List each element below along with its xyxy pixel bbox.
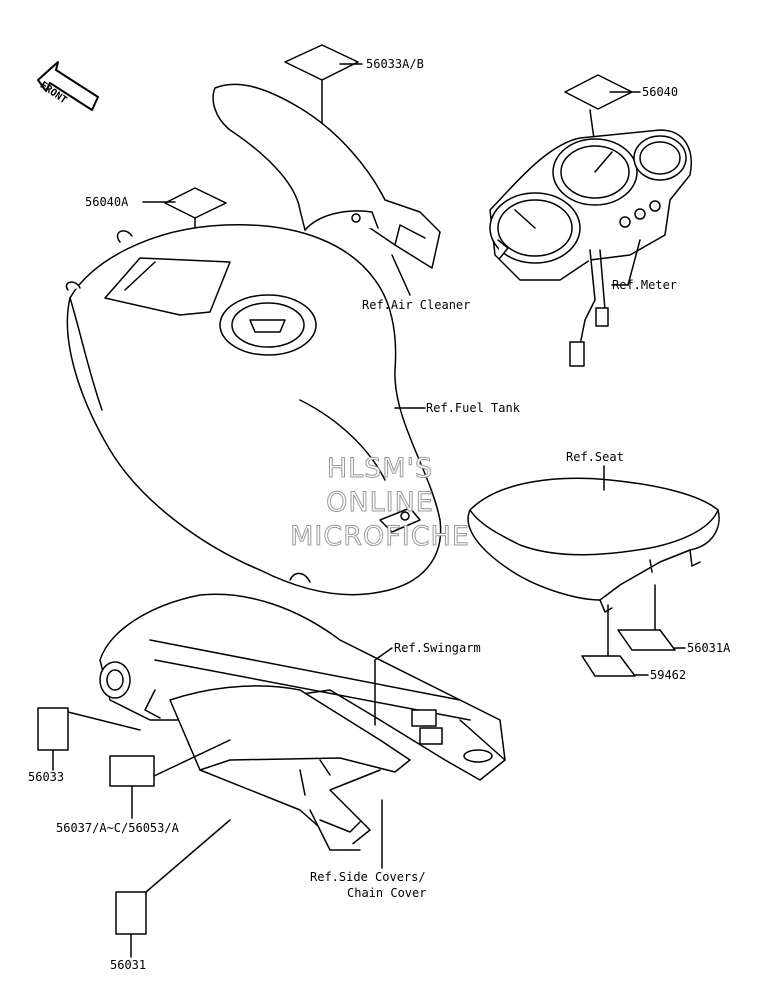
part-number-56033: 56033 (28, 770, 65, 784)
ref-meter: Ref.Meter (612, 278, 678, 292)
leader-line (391, 254, 411, 296)
part-number-56033AB: 56033A/B (366, 57, 424, 71)
watermark-line2: ONLINE (326, 487, 434, 519)
label-56033-sticker (37, 707, 69, 751)
label-56040A-sticker (164, 187, 227, 219)
part-number-56031A: 56031A (687, 641, 731, 655)
part-number-56031: 56031 (110, 958, 147, 972)
leader-line (374, 647, 393, 661)
ref-chain-cover: Chain Cover (347, 886, 427, 900)
leader-line (145, 819, 231, 893)
ref-air-cleaner: Ref.Air Cleaner (362, 298, 471, 312)
leader-line (67, 711, 141, 731)
label-56033AB-sticker (284, 44, 359, 81)
front-arrow-icon (37, 61, 99, 111)
air-cleaner-cover (212, 83, 441, 269)
ref-side-covers: Ref.Side Covers/ (310, 870, 426, 884)
label-56037-sticker (109, 755, 155, 787)
swingarm (99, 593, 506, 851)
leader-line (627, 239, 641, 286)
part-number-56040A: 56040A (85, 195, 129, 209)
ref-fuel-tank: Ref.Fuel Tank (426, 401, 520, 415)
meter-assembly (489, 129, 692, 367)
ref-swingarm: Ref.Swingarm (394, 641, 481, 655)
watermark-line1: HLSM'S (326, 453, 434, 485)
label-56031-sticker (115, 891, 147, 935)
ref-seat: Ref.Seat (566, 450, 624, 464)
seat (467, 477, 720, 613)
label-59462-sticker (581, 655, 636, 677)
watermark-line3: MICROFICHE (290, 521, 470, 553)
part-number-56037: 56037/A~C/56053/A (56, 821, 179, 835)
watermark: HLSM'S ONLINE MICROFICHE (250, 452, 510, 554)
leader-line (153, 739, 231, 777)
part-number-59462: 59462 (650, 668, 687, 682)
fuel-tank (65, 224, 442, 596)
label-56031A-sticker (617, 629, 676, 651)
part-number-56040: 56040 (642, 85, 679, 99)
